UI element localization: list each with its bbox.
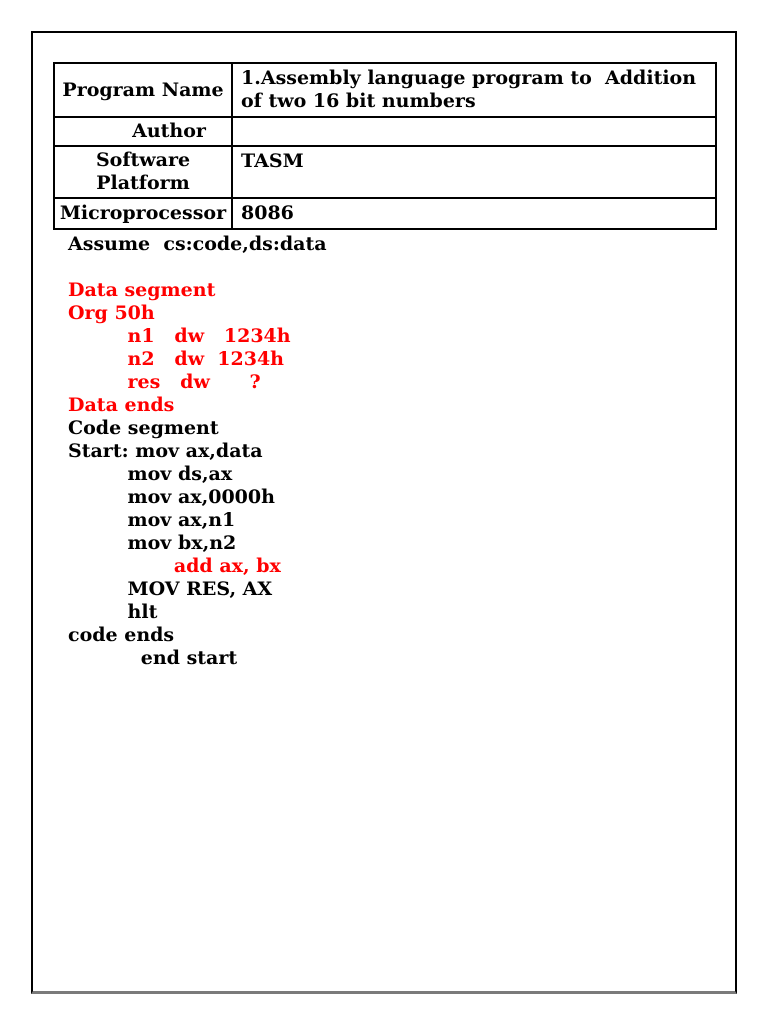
author-label: Author	[53, 116, 233, 147]
software-platform-value: TASM	[231, 145, 717, 199]
table-row-author: Author	[53, 116, 717, 147]
table-row-microprocessor: Microprocessor 8086	[53, 197, 717, 230]
program-name-label: Program Name	[53, 62, 233, 118]
code-line: MOV RES, AX	[68, 578, 273, 600]
table-row-software-platform: Software Platform TASM	[53, 145, 717, 199]
code-line: Data segment	[68, 279, 216, 301]
code-line: n1 dw 1234h	[68, 325, 291, 347]
table-row-program-name: Program Name 1.Assembly language program…	[53, 62, 717, 118]
software-platform-label: Software Platform	[53, 145, 233, 199]
author-value	[231, 116, 717, 147]
code-line: Data ends	[68, 394, 175, 416]
code-line: Code segment	[68, 417, 219, 439]
info-table: Program Name 1.Assembly language program…	[53, 62, 717, 230]
microprocessor-value: 8086	[231, 197, 717, 230]
code-line: mov ax,0000h	[68, 486, 275, 508]
code-line: mov ax,n1	[68, 509, 236, 531]
code-line: Org 50h	[68, 302, 155, 324]
code-line: mov bx,n2	[68, 532, 237, 554]
microprocessor-label: Microprocessor	[53, 197, 233, 230]
code-line: mov ds,ax	[68, 463, 233, 485]
code-line: Start: mov ax,data	[68, 440, 263, 462]
code-line: res dw ?	[68, 371, 261, 393]
program-name-value: 1.Assembly language program to Addition …	[231, 62, 717, 118]
code-line: code ends	[68, 624, 175, 646]
code-line: hlt	[68, 601, 158, 623]
code-line: end start	[68, 647, 238, 669]
code-line: Assume cs:code,ds:data	[68, 233, 327, 255]
code-line: add ax, bx	[68, 555, 281, 577]
code-line: n2 dw 1234h	[68, 348, 284, 370]
code-line	[68, 256, 327, 279]
